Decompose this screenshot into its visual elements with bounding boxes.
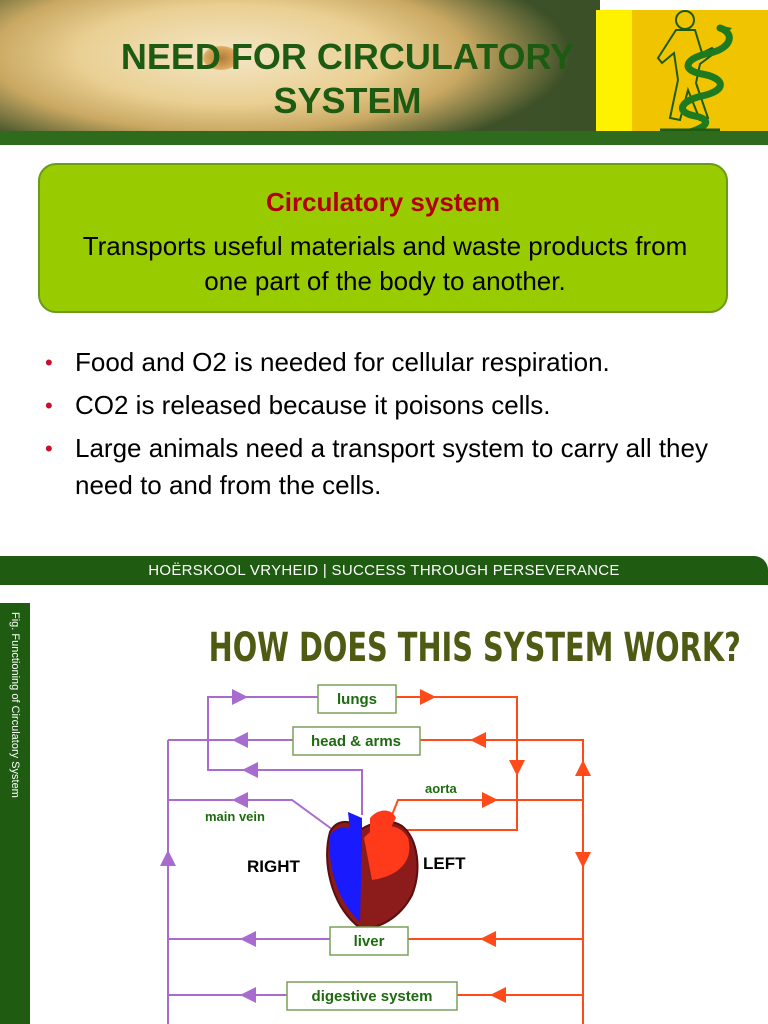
- snake-photo-background: [0, 0, 600, 135]
- figure-sidebar: [0, 603, 30, 1024]
- organ-box-head-arms: head & arms: [292, 726, 421, 756]
- bullet-list: • Food and O2 is needed for cellular resp…: [45, 344, 735, 510]
- logo-accent-strip: [596, 10, 632, 131]
- right-side-label: RIGHT: [247, 857, 301, 876]
- definition-text: Transports useful materials and waste pr…: [82, 231, 688, 296]
- organ-label: head & arms: [311, 733, 401, 750]
- organ-box-liver: liver: [329, 926, 409, 956]
- bullet-dot-icon: •: [45, 436, 53, 461]
- organ-label: liver: [354, 933, 385, 950]
- bullet-item: • Large animals need a transport system t…: [45, 430, 735, 504]
- bullet-dot-icon: •: [45, 393, 53, 418]
- definition-box: Circulatory system Transports useful mat…: [38, 163, 728, 313]
- main-vein-label: main vein: [205, 809, 265, 824]
- slide-header: NEED FOR CIRCULATORY SYSTEM: [0, 0, 768, 135]
- left-side-label: LEFT: [423, 854, 466, 873]
- slide-title-line-1: NEED FOR CIRCULATORY: [120, 36, 575, 77]
- definition-heading: Circulatory system: [265, 187, 501, 217]
- vein-lines: [160, 689, 363, 1024]
- header-divider-bar: [0, 131, 768, 145]
- heart-icon: [326, 810, 419, 930]
- slide-title-line-2: SYSTEM: [273, 80, 422, 121]
- snake-eye: [203, 46, 239, 70]
- organ-label: lungs: [337, 691, 377, 708]
- footer-text: HOËRSKOOL VRYHEID | SUCCESS THROUGH PERS…: [148, 562, 620, 579]
- slide-footer: HOËRSKOOL VRYHEID | SUCCESS THROUGH PERS…: [0, 556, 768, 585]
- bullet-text: Large animals need a transport system to…: [75, 433, 708, 500]
- bullet-text: Food and O2 is needed for cellular respi…: [75, 347, 610, 377]
- bullet-text: CO2 is released because it poisons cells…: [75, 390, 551, 420]
- bullet-item: • CO2 is released because it poisons cell…: [45, 387, 735, 424]
- aorta-label: aorta: [425, 781, 458, 796]
- organ-label: digestive system: [312, 988, 433, 1005]
- organ-box-digestive-system: digestive system: [286, 981, 458, 1011]
- bullet-dot-icon: •: [45, 350, 53, 375]
- organ-box-lungs: lungs: [317, 684, 397, 714]
- slide-separator: [0, 585, 768, 601]
- slide-title: NEED FOR CIRCULATORY SYSTEM: [95, 35, 600, 123]
- rod-of-asclepius-logo: [656, 10, 733, 135]
- bullet-item: • Food and O2 is needed for cellular resp…: [45, 344, 735, 381]
